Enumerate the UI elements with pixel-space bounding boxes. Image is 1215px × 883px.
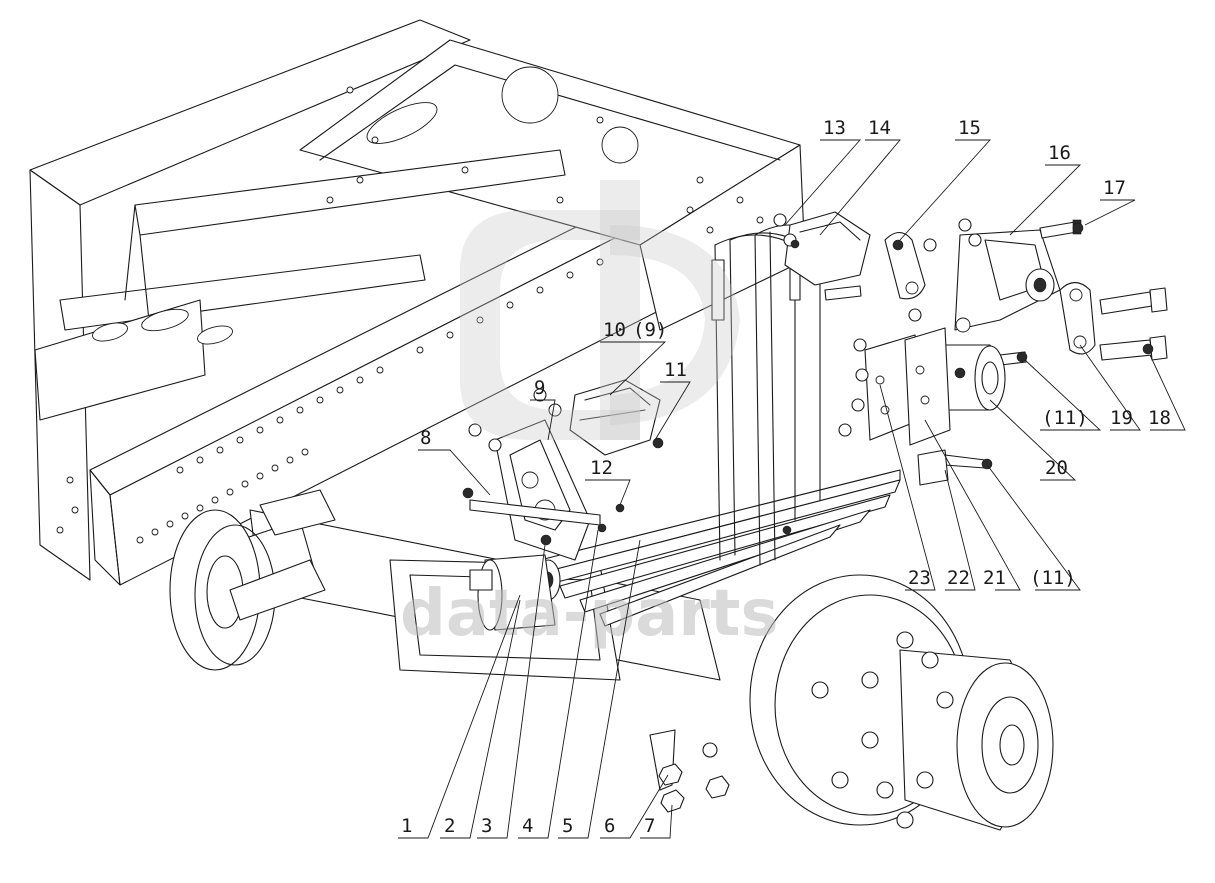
callout-21: 21	[983, 567, 1006, 589]
watermark: data-parts	[400, 180, 779, 651]
callout-9-ref: (9)	[633, 319, 667, 341]
watermark-text: data-parts	[400, 577, 779, 651]
callout-6: 6	[604, 815, 615, 837]
chassis-frame	[29, 19, 806, 586]
callout-23: 23	[908, 567, 931, 589]
front-spring-hanger	[469, 419, 601, 561]
shackle-plate	[884, 231, 926, 300]
nuts	[462, 213, 1154, 813]
callout-1: 1	[401, 815, 412, 837]
u-bolts	[711, 224, 821, 566]
callout-11-ref-upper: (11)	[1042, 407, 1088, 429]
rear-spring-hanger	[954, 229, 1061, 333]
callout-4: 4	[522, 815, 533, 837]
callout-8: 8	[420, 427, 431, 449]
callout-20: 20	[1045, 457, 1068, 479]
callout-13: 13	[823, 117, 846, 139]
callout-14: 14	[868, 117, 891, 139]
air-spring	[469, 554, 556, 631]
spring-seat-block	[569, 379, 661, 456]
callout-7: 7	[644, 815, 655, 837]
callout-16: 16	[1048, 142, 1071, 164]
right-wheel-hub	[749, 574, 1054, 831]
shackle-link	[1059, 281, 1096, 355]
callout-3: 3	[481, 815, 492, 837]
callout-labels: 1 2 3 4 5 6 7 8 9 10 (9) 11 12 13 14 15 …	[401, 117, 1171, 837]
callout-19: 19	[1110, 407, 1133, 429]
callout-2: 2	[444, 815, 455, 837]
callout-18: 18	[1148, 407, 1171, 429]
callout-11-ref-lower: (11)	[1030, 567, 1076, 589]
rivet-holes	[56, 86, 764, 544]
callout-5: 5	[562, 815, 573, 837]
rear-upper-bracket	[784, 211, 871, 286]
callout-22: 22	[947, 567, 970, 589]
callout-15: 15	[958, 117, 981, 139]
callout-10: 10	[603, 319, 626, 341]
callout-9: 9	[534, 377, 545, 399]
side-plates	[864, 327, 951, 486]
callout-12: 12	[590, 457, 613, 479]
callout-17: 17	[1103, 177, 1126, 199]
callout-11: 11	[664, 359, 687, 381]
leader-lines	[398, 139, 1186, 839]
